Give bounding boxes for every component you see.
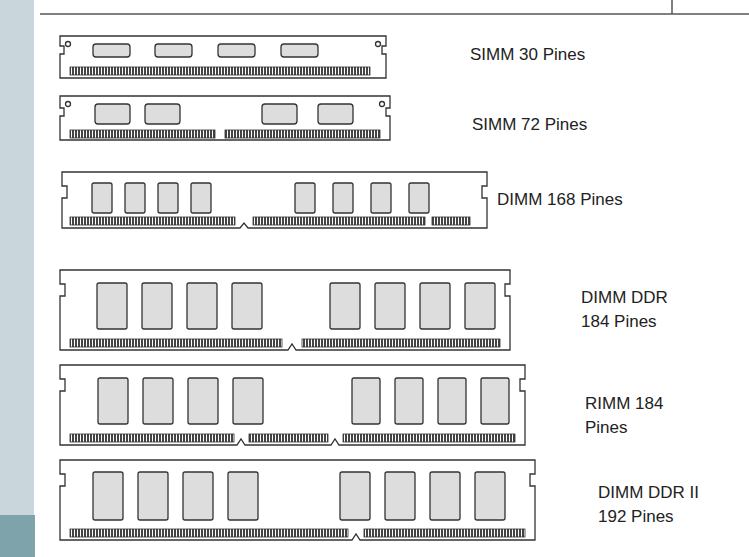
module-label: SIMM 30 Pines <box>470 43 670 67</box>
simm72-board <box>60 96 390 140</box>
ddr-board <box>60 270 510 350</box>
corner-block <box>0 515 35 557</box>
module-label: RIMM 184 Pines <box>585 392 673 440</box>
module-label: DIMM 168 Pines <box>497 188 697 212</box>
module-label: DIMM DDR II 192 Pines <box>598 481 713 529</box>
dimm168-board <box>62 172 487 228</box>
simm30-board <box>60 36 386 78</box>
top-tick <box>671 0 673 14</box>
rimm-board <box>60 365 525 445</box>
module-label: SIMM 72 Pines <box>472 113 672 137</box>
ddr2-board <box>60 460 535 540</box>
top-rule <box>40 13 749 15</box>
modules <box>60 36 535 540</box>
module-label: DIMM DDR 184 Pines <box>581 286 676 334</box>
